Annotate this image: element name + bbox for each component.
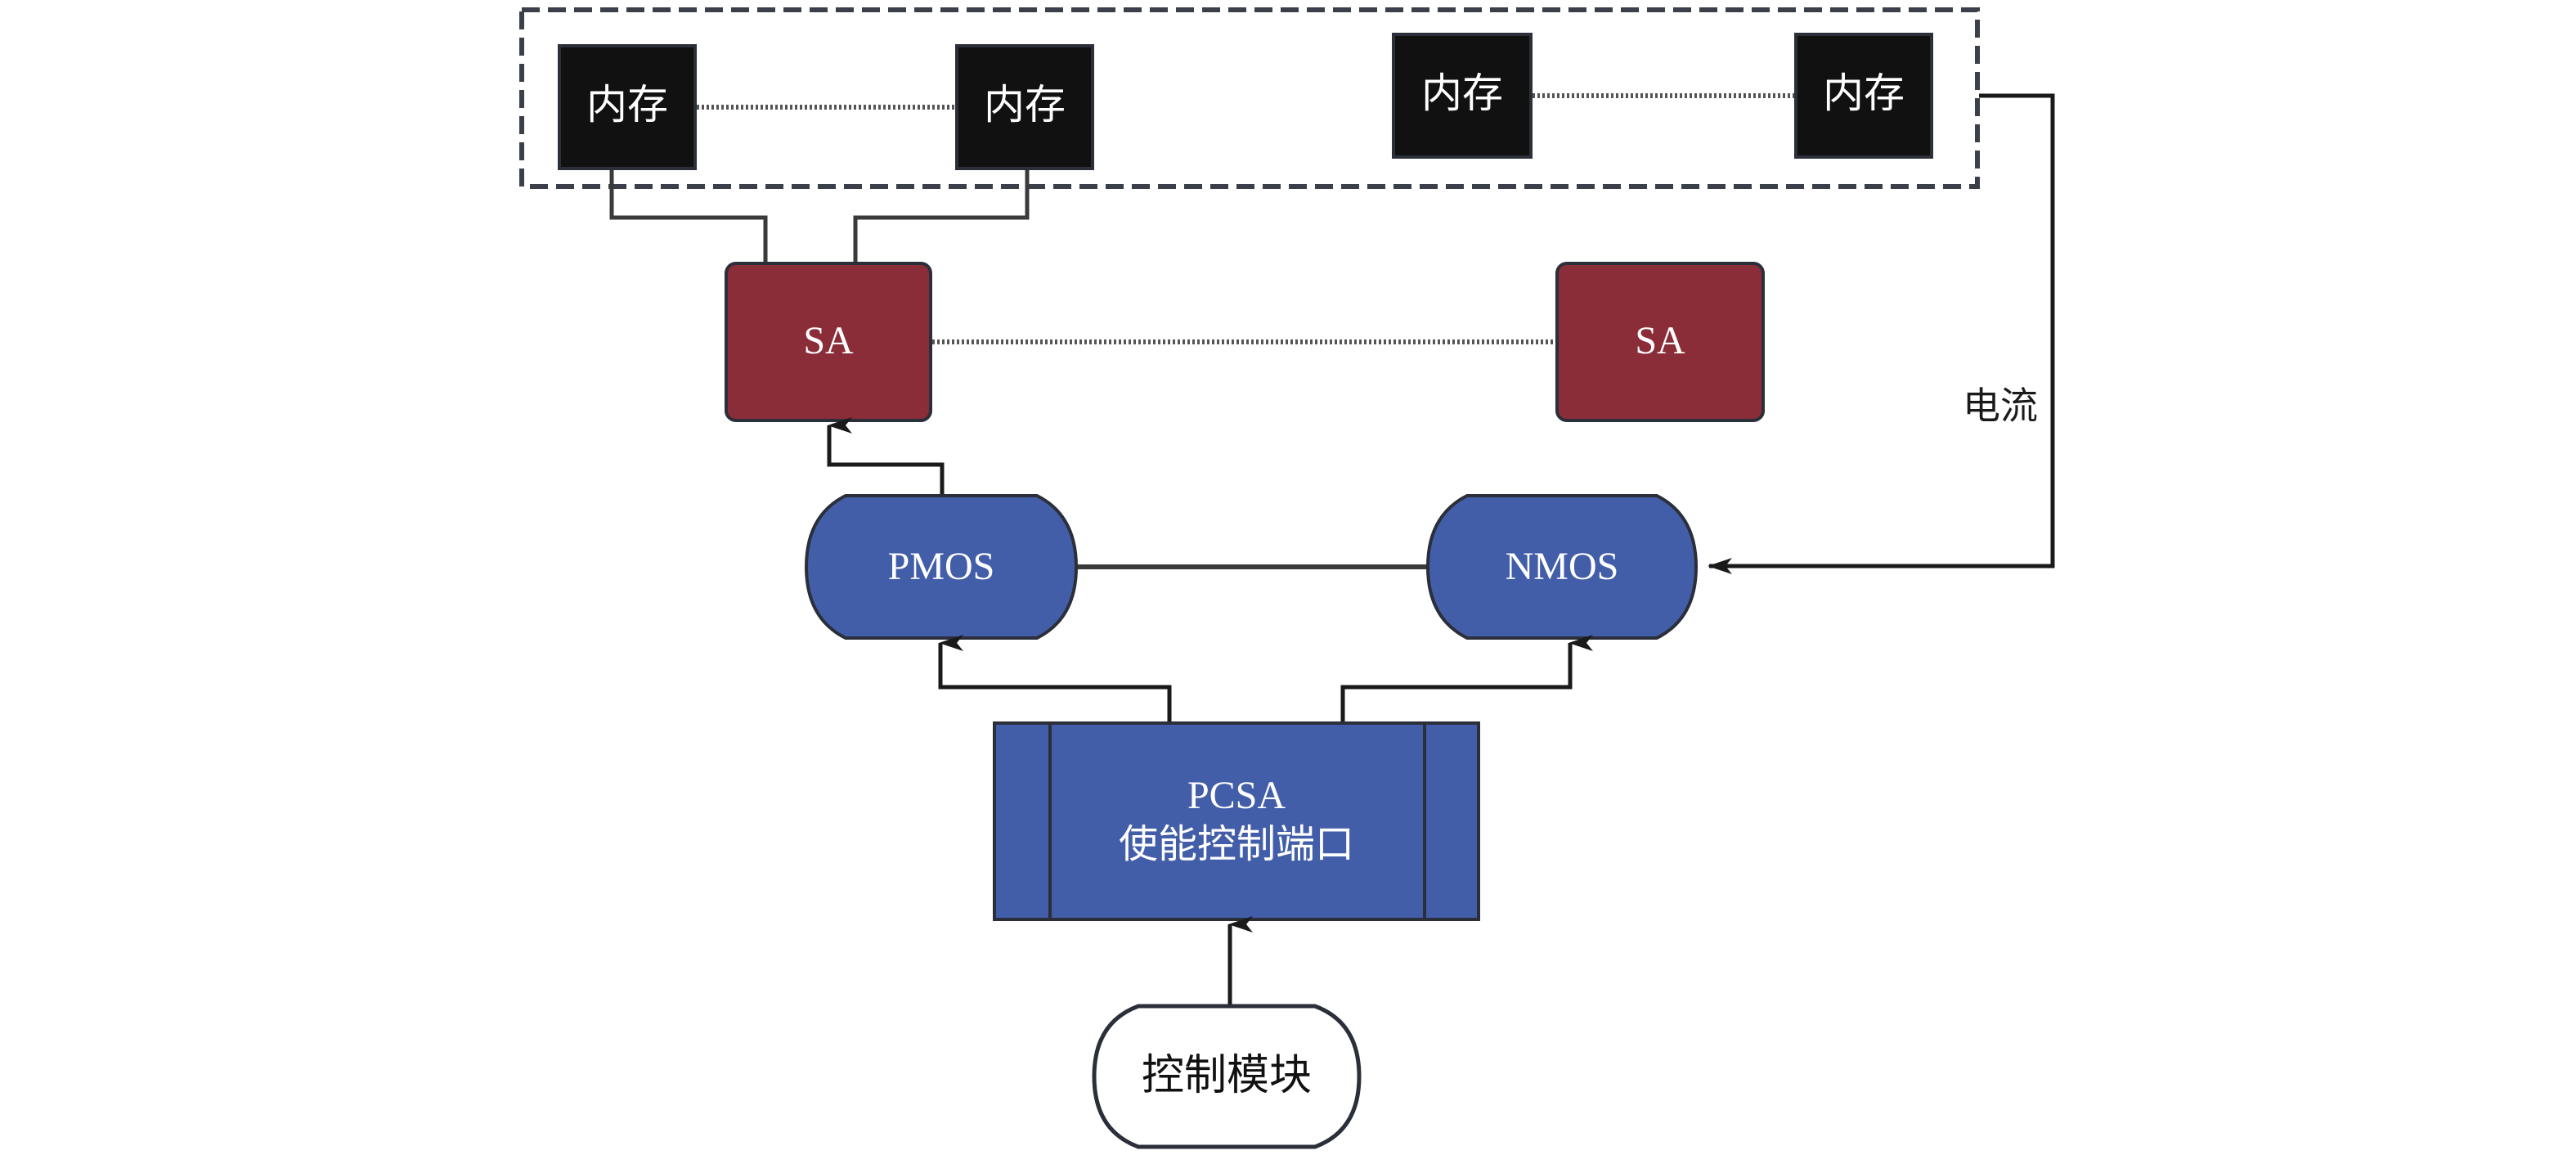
memory-cell[interactable]: 内存 xyxy=(558,44,697,170)
memory-cell-label: 内存 xyxy=(1421,70,1503,116)
arrow-pcsa-to-pmos xyxy=(938,635,1172,721)
sense-amplifier-label: SA xyxy=(1635,319,1685,362)
memory-cell[interactable]: 内存 xyxy=(1392,33,1533,159)
pmos-label: PMOS xyxy=(888,545,995,588)
arrow-pmos-to-sa xyxy=(827,417,945,496)
nmos-label: NMOS xyxy=(1506,545,1619,588)
memory-group-dashed-border xyxy=(519,7,1980,189)
memory-cell[interactable]: 内存 xyxy=(1794,33,1933,159)
sense-amplifier-label: SA xyxy=(803,319,854,362)
memory-cell[interactable]: 内存 xyxy=(955,44,1094,170)
pcsa-enable-port[interactable]: PCSA 使能控制端口 xyxy=(993,721,1480,921)
current-label: 电流 xyxy=(1963,385,2038,427)
connector-mem2-sa1 xyxy=(853,169,1030,263)
current-feedback-line xyxy=(1708,93,2055,574)
arrow-pcsa-to-nmos xyxy=(1340,635,1593,721)
pcsa-subtitle: 使能控制端口 xyxy=(1119,823,1354,866)
memory-cell-label: 内存 xyxy=(984,82,1066,128)
control-module[interactable]: 控制模块 xyxy=(1092,1004,1362,1149)
pcsa-title: PCSA xyxy=(1187,774,1286,817)
memory-cell-label: 内存 xyxy=(586,82,668,128)
sense-amplifier[interactable]: SA xyxy=(1555,262,1765,422)
sense-amplifier[interactable]: SA xyxy=(725,262,932,422)
nmos-transistor[interactable]: NMOS xyxy=(1425,494,1699,640)
pmos-transistor[interactable]: PMOS xyxy=(804,494,1079,640)
memory-cell-label: 内存 xyxy=(1823,70,1905,116)
connector-mem1-sa1 xyxy=(609,169,768,263)
control-module-label: 控制模块 xyxy=(1142,1053,1312,1099)
